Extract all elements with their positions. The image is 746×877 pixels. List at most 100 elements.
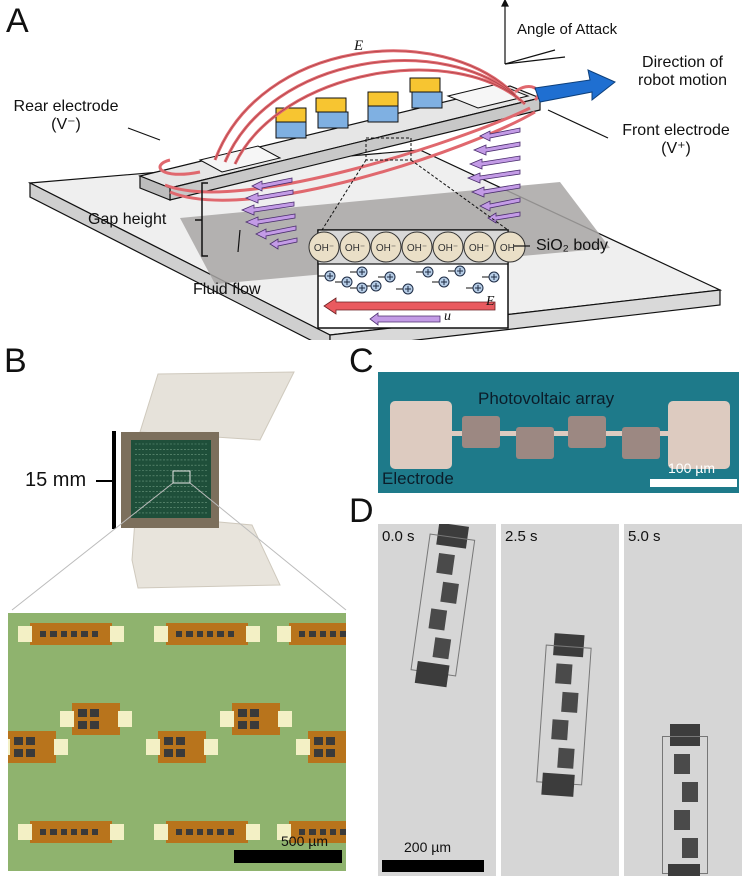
flow-arrow: [472, 141, 521, 156]
pv-cell: [299, 829, 306, 835]
right-electrode-pad: [668, 401, 730, 469]
hydroxide-label: OH⁻: [438, 243, 458, 254]
sio2-body-label: SiO₂ body: [536, 237, 609, 254]
robot-electrode: [670, 724, 700, 746]
robot-long: [154, 821, 260, 843]
field-line: [514, 85, 540, 102]
pv-cell: [78, 709, 87, 717]
pv-cell: [551, 719, 569, 741]
direction-of-motion-label: Direction of robot motion: [620, 54, 745, 91]
robot-electrode: [18, 824, 32, 840]
pv-cell: [309, 631, 316, 637]
motion-arrow-icon: [534, 69, 616, 103]
pv-cell: [60, 631, 67, 637]
pv-cell: [299, 631, 306, 637]
robot-electrode: [541, 772, 575, 797]
pv-cell: [227, 829, 234, 835]
robot-electrode: [277, 824, 291, 840]
pv-cell: [176, 631, 183, 637]
robot-long: [154, 623, 260, 645]
panel-a-diagram: OH⁻OH⁻OH⁻OH⁻OH⁻OH⁻OH⁻: [27, 0, 723, 340]
robot-compact: [60, 703, 132, 735]
time-frame: 0.0 s: [378, 524, 496, 876]
robot-long: [277, 623, 346, 645]
pv-cell: [462, 416, 500, 448]
robot-silhouette: [662, 724, 708, 876]
rear-electrode-line-1: Rear electrode: [13, 98, 119, 115]
pv-cell: [60, 829, 67, 835]
pv-cell: [674, 754, 690, 774]
flow-arrow: [244, 189, 294, 204]
flow-arrow: [240, 201, 295, 216]
pv-cell: [428, 608, 448, 631]
field-lines-outline: [214, 50, 526, 165]
pv-cell: [674, 810, 690, 830]
hydroxide-circle: [463, 231, 495, 263]
robot-electrode: [278, 711, 292, 727]
electroosmosis-inset: OH⁻OH⁻OH⁻OH⁻OH⁻OH⁻OH⁻: [308, 229, 526, 329]
pv-cell: [71, 631, 78, 637]
fluid-flow-leader: [237, 229, 241, 253]
pv-cell: [91, 631, 98, 637]
micrograph-b: 500 µm: [8, 613, 346, 871]
pv-cell: [238, 721, 247, 729]
cation-icon: [482, 271, 500, 283]
scale-100um-label: 100 µm: [668, 460, 715, 476]
pv-cell: [186, 829, 193, 835]
pv-cell: [440, 581, 459, 604]
pv-cell: [340, 631, 346, 637]
robot-compact: [8, 731, 68, 763]
pv-cell: [309, 829, 316, 835]
pv-cell: [207, 631, 214, 637]
flow-arrow: [255, 225, 297, 240]
photovoltaic-array-label: Photovoltaic array: [478, 389, 615, 408]
inset-efield-arrow: [323, 297, 496, 315]
time-frame: 2.5 s: [501, 524, 619, 876]
robot-long: [18, 623, 124, 645]
pv-cell: [315, 97, 349, 129]
pv-cell: [217, 631, 224, 637]
pv-cell: [81, 631, 88, 637]
hydroxide-circle: [339, 231, 371, 263]
pv-cell: [91, 829, 98, 835]
robot-electrode: [110, 626, 124, 642]
pv-cell: [238, 709, 247, 717]
pv-cell: [557, 747, 575, 769]
left-electrode-pad: [390, 401, 452, 469]
time-frame: 5.0 s: [624, 524, 742, 876]
scale-15mm-label: 15 mm: [25, 469, 87, 491]
pv-cell: [516, 427, 554, 459]
robot-electrode: [246, 626, 260, 642]
pv-cell: [186, 631, 193, 637]
pv-cell: [326, 737, 335, 745]
pv-cell: [164, 749, 173, 757]
angle-of-attack-axes: [501, 0, 566, 65]
pv-cell: [319, 631, 326, 637]
inset-efield-label: E⃗: [486, 294, 506, 309]
pv-cell: [90, 721, 99, 729]
rear-electrode-label: Rear electrode (V⁻): [2, 98, 130, 135]
robot-compact: [220, 703, 292, 735]
time-label: 5.0 s: [628, 528, 661, 545]
inset-zoom-box: [365, 137, 412, 161]
pv-cell: [319, 829, 326, 835]
pv-cell: [176, 749, 185, 757]
cation-icon: [448, 265, 466, 277]
front-electrode-label: Front electrode (V⁺): [608, 122, 744, 159]
cation-icon: [416, 266, 434, 278]
front-electrode-line-1: Front electrode: [622, 122, 730, 139]
efield-label: E⃗: [354, 38, 375, 54]
panel-d-letter: D: [349, 492, 374, 530]
pv-cell: [326, 749, 335, 757]
flow-arrow: [251, 177, 293, 192]
pv-cell: [176, 737, 185, 745]
pv-cell: [50, 631, 57, 637]
robot-electrode: [296, 739, 310, 755]
pv-cell: [432, 637, 452, 660]
trace: [450, 431, 670, 436]
pv-cell: [50, 829, 57, 835]
angle-of-attack-label: Angle of Attack: [517, 21, 618, 38]
pv-cell: [196, 829, 203, 835]
robot-electrode: [246, 824, 260, 840]
pv-cell: [330, 631, 337, 637]
